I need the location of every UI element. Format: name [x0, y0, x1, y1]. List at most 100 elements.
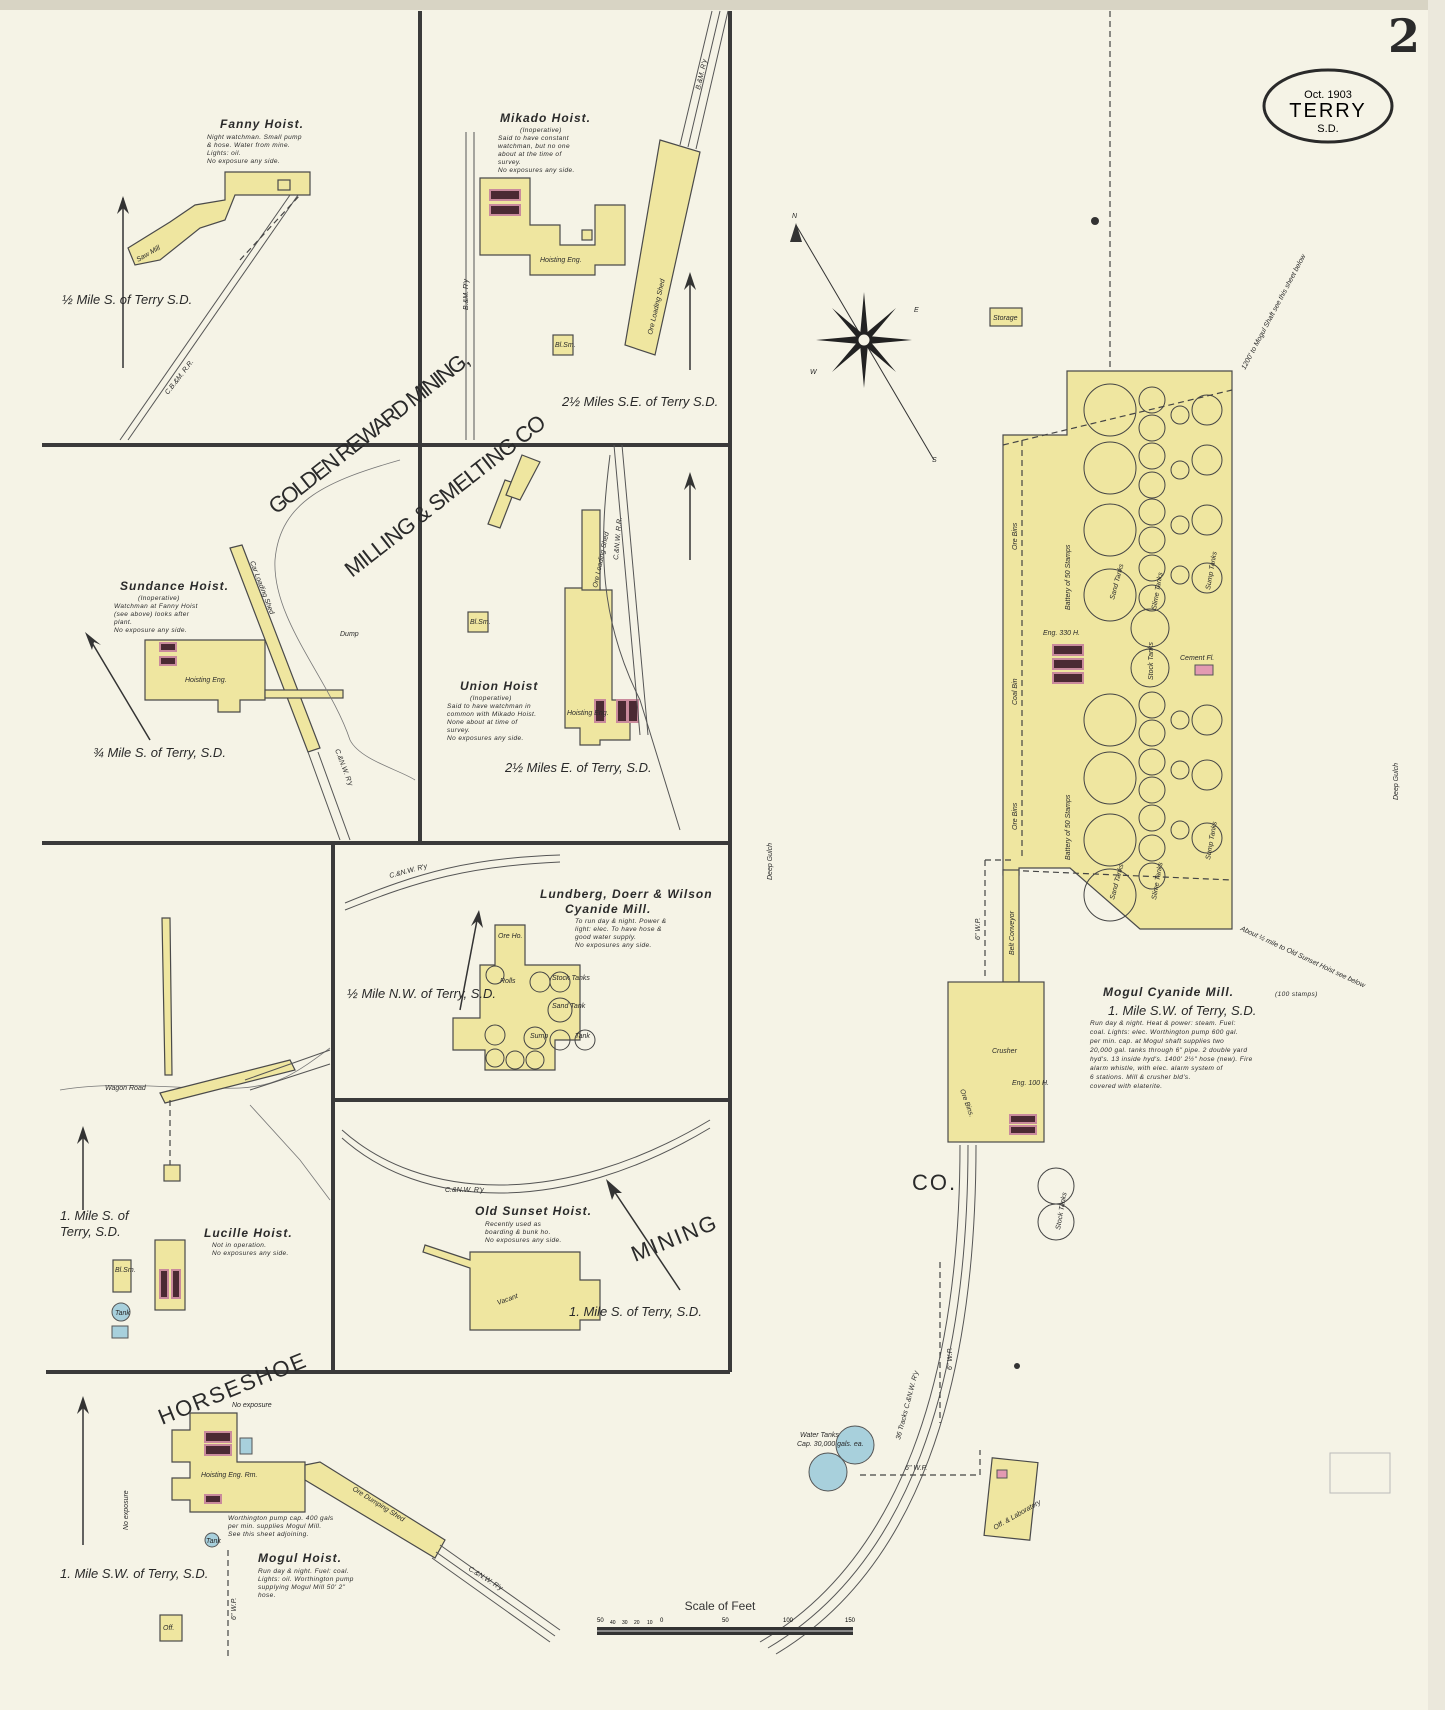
inset-old-sunset-hoist: C.&N.W. R'y Old Sunset Hoist. Recently u…	[341, 1119, 711, 1331]
north-arrow-icon	[117, 196, 129, 214]
map-label: 0	[660, 1618, 664, 1624]
inset-lundberg-mill: C.&N.W. R'y Lundberg, Doerr & Wilson Cya…	[344, 854, 712, 1071]
map-label: 2½ Miles E. of Terry, S.D.	[504, 760, 652, 775]
map-label: Run day & night. Fuel: coal.	[258, 1568, 349, 1575]
map-label: Ore Ho.	[498, 933, 523, 940]
map-label: C.&N.W. R'y	[445, 1187, 484, 1194]
map-label: Bl.Sm.	[115, 1267, 136, 1274]
north-arrow-icon	[684, 272, 696, 290]
map-label: survey.	[498, 159, 521, 166]
map-label: 1. Mile S.W. of Terry, S.D.	[1108, 1003, 1256, 1018]
map-label: Ore Bins	[1012, 802, 1019, 830]
map-label: No exposures any side.	[212, 1250, 289, 1257]
sheet-number: 2	[1388, 9, 1420, 63]
map-label: C.B.&M. R.R.	[164, 359, 195, 396]
map-label: (see above) looks after	[114, 611, 190, 618]
map-label: 50	[722, 1618, 729, 1624]
map-label: common with Mikado Hoist.	[447, 711, 536, 718]
map-label: Battery of 50 Stamps	[1065, 794, 1072, 860]
map-label: Coal Bin	[1012, 678, 1019, 705]
map-label: Ore Bins	[1012, 522, 1019, 550]
map-label: Tank	[575, 1033, 590, 1040]
map-label: No exposures any side.	[575, 942, 652, 949]
map-label: B.&M. R'y	[463, 279, 470, 310]
mogul-cyanide-mill: Storage 1200' to Mogul Shaft see this sh…	[759, 11, 1400, 1655]
inset-mikado-hoist: Mikado Hoist. (Inoperative) Said to have…	[463, 10, 729, 440]
company-label-mining: MINING	[628, 1209, 722, 1266]
map-label: (Inoperative)	[138, 595, 180, 602]
state-name: S.D.	[1317, 123, 1338, 135]
map-label: Said to have constant	[498, 135, 570, 142]
map-label: About ½ mile to Old Sunset Hoist see bel…	[1238, 924, 1367, 990]
map-label: 1. Mile S.W. of Terry, S.D.	[60, 1566, 208, 1581]
map-label: Tank	[206, 1538, 221, 1545]
inset-fanny-hoist: Fanny Hoist. Night watchman. Small pump …	[62, 117, 311, 441]
map-label: 1. Mile S. of	[60, 1208, 130, 1223]
map-label: light: elec. To have hose &	[575, 926, 662, 933]
compass-rose-icon: N E W S	[790, 213, 937, 464]
map-label: Eng. 100 H.	[1012, 1080, 1049, 1087]
map-label: None about at time of	[447, 719, 518, 726]
map-label: 1. Mile S. of Terry, S.D.	[569, 1304, 702, 1319]
map-label: watchman, but no one	[498, 143, 570, 150]
north-arrow-icon	[85, 632, 101, 650]
map-label: & hose. Water from mine.	[207, 142, 290, 149]
map-label: Eng. 330 H.	[1043, 630, 1080, 637]
map-label: W	[810, 369, 818, 376]
map-label: boarding & bunk ho.	[485, 1229, 551, 1236]
map-label: Deep Gulch	[1393, 763, 1400, 800]
library-stamp	[1329, 1452, 1391, 1494]
map-label: Sump	[530, 1033, 548, 1040]
map-label: Bl.Sm.	[470, 619, 491, 626]
map-label: hyd's. 13 inside hyd's. 1400' 2½" hose (…	[1090, 1055, 1253, 1063]
map-label: Sundance Hoist.	[120, 579, 229, 593]
map-label: Deep Gulch	[767, 843, 774, 880]
map-label: coal. Lights: elec. Worthington pump 600…	[1090, 1029, 1238, 1036]
map-label: No exposure any side.	[207, 158, 280, 165]
map-label: Battery of 50 Stamps	[1065, 544, 1072, 610]
north-arrow-icon	[606, 1179, 622, 1200]
map-label: (100 stamps)	[1275, 991, 1318, 998]
map-label: Tank	[115, 1310, 130, 1317]
town-name: TERRY	[1289, 100, 1366, 122]
map-label: Lights: oil.	[207, 150, 241, 157]
map-label: Said to have watchman in	[447, 703, 531, 710]
map-label: No exposures any side.	[447, 735, 524, 742]
map-label: 2½ Miles S.E. of Terry S.D.	[561, 394, 718, 409]
map-label: Cyanide Mill.	[565, 902, 651, 916]
map-label: Night watchman. Small pump	[207, 134, 302, 141]
map-label: No exposures any side.	[498, 167, 575, 174]
map-label: Water Tanks	[800, 1432, 839, 1439]
inset-location: ½ Mile S. of Terry S.D.	[62, 292, 192, 307]
mill-tanks	[1083, 383, 1223, 922]
map-label: Terry, S.D.	[60, 1224, 121, 1239]
map-label: Hoisting Eng. Rm.	[201, 1472, 257, 1479]
map-label: per min. cap. at Mogul shaft supplies tw…	[1089, 1038, 1224, 1045]
map-label: C.&N.W. R'y	[389, 863, 429, 880]
map-label: Cap. 30,000 gals. ea.	[797, 1441, 864, 1448]
north-arrow-icon	[459, 914, 479, 1011]
north-arrow-icon	[684, 472, 696, 490]
map-label: Hoisting Eng.	[185, 677, 227, 684]
north-arrow-icon	[87, 635, 151, 741]
map-label: about at the time of	[498, 151, 562, 158]
map-label: 30	[622, 1620, 628, 1626]
map-label: No exposure any side.	[114, 627, 187, 634]
map-label: Storage	[993, 315, 1018, 322]
north-arrow-icon	[77, 1126, 89, 1144]
map-label: 6" W.P.	[231, 1598, 238, 1620]
map-label: Run day & night. Heat & power: steam. Fu…	[1090, 1020, 1236, 1027]
map-label: hose.	[258, 1592, 276, 1599]
map-label: 50	[597, 1618, 604, 1624]
map-label: C.&N.W. R'y	[333, 748, 354, 787]
map-label: Bl.Sm.	[555, 342, 576, 349]
map-label: supplying Mogul Mill 50' 2"	[258, 1584, 346, 1591]
title-cartouche: Oct. 1903 TERRY S.D.	[1262, 68, 1394, 144]
map-label: Off.	[163, 1625, 174, 1632]
map-label: Lights: oil. Worthington pump	[258, 1576, 354, 1583]
map-label: Watchman at Fanny Hoist	[114, 603, 199, 610]
map-label: 6" W.P.	[905, 1465, 927, 1472]
map-label: 6" W.P.	[947, 1348, 954, 1370]
map-label: (Inoperative)	[520, 127, 562, 134]
map-label: good water supply.	[575, 934, 636, 941]
